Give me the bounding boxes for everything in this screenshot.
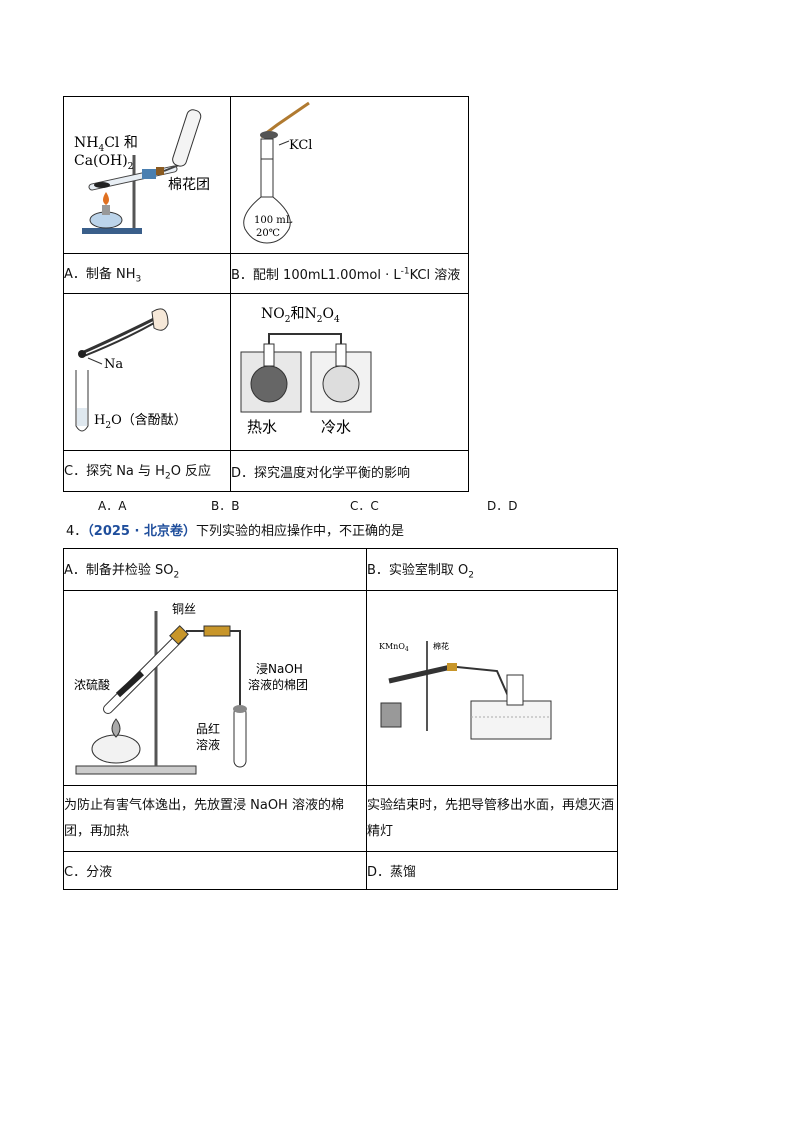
figure-d-equilibrium: NO2和N2O4 热水 冷水 bbox=[230, 293, 469, 451]
experiment-table-1: NH4Cl 和 Ca(OH)2 棉花团 KCl 100 mL 20℃ A．制备 … bbox=[63, 96, 469, 492]
dye-label-2: 溶液 bbox=[196, 737, 220, 752]
flask-volume: 100 mL bbox=[254, 215, 293, 226]
option-b-description: 实验结束时，先把导管移出水面，再熄灭酒精灯 bbox=[366, 785, 618, 852]
gas-label: NO bbox=[261, 306, 285, 322]
option-a-description: 为防止有害气体逸出，先放置浸 NaOH 溶液的棉团，再加热 bbox=[63, 785, 367, 852]
question-number: 4． bbox=[66, 524, 88, 539]
option-d-label-2: D．蒸馏 bbox=[366, 851, 618, 890]
answer-option-c[interactable]: C．C bbox=[350, 499, 379, 513]
answer-option-a[interactable]: A．A bbox=[98, 499, 127, 513]
question-text: 下列实验的相应操作中，不正确的是 bbox=[195, 524, 404, 539]
naoh-label-1: 浸NaOH bbox=[256, 662, 303, 676]
sodium-water-drawing: Na H2O（含酚酞） bbox=[75, 308, 187, 432]
option-b-label-2: B．实验室制取 O2 bbox=[366, 548, 618, 591]
reagent-caoh2: Ca(OH) bbox=[74, 153, 128, 169]
option-c-label-2: C．分液 bbox=[63, 851, 367, 890]
kmno4-label: KMnO bbox=[379, 642, 405, 651]
na-label: Na bbox=[104, 357, 123, 372]
svg-text:NO2和N2O4: NO2和N2O4 bbox=[261, 306, 340, 325]
option-c-label: C．探究 Na 与 H2O 反应 bbox=[63, 450, 231, 492]
so2-apparatus-drawing: 铜丝 浓硫酸 浸NaOH 溶液的棉团 品红 溶液 bbox=[74, 601, 308, 775]
question-4: 4．（2025 · 北京卷）下列实验的相应操作中，不正确的是 bbox=[66, 520, 404, 539]
naoh-label-2: 溶液的棉团 bbox=[248, 677, 308, 692]
option-b-label: B．配制 100mL1.00mol · L-1KCl 溶液 bbox=[230, 253, 469, 294]
reagent-nh4cl: NH bbox=[74, 135, 98, 151]
option-a-label: A．制备 NH3 bbox=[63, 253, 231, 294]
cotton-label-2: 棉花 bbox=[433, 641, 449, 651]
equilibrium-drawing: NO2和N2O4 热水 冷水 bbox=[240, 306, 372, 436]
option-d-label: D．探究温度对化学平衡的影响 bbox=[230, 450, 469, 492]
svg-text:NH4Cl 和: NH4Cl 和 bbox=[74, 135, 138, 154]
hot-water-label: 热水 bbox=[247, 418, 277, 436]
acid-label: 浓硫酸 bbox=[74, 677, 110, 692]
svg-text:KMnO4: KMnO4 bbox=[379, 642, 409, 653]
svg-text:Ca(OH)2: Ca(OH)2 bbox=[74, 153, 133, 172]
answer-option-d[interactable]: D．D bbox=[487, 499, 518, 513]
dye-label-1: 品红 bbox=[196, 721, 220, 736]
experiment-table-2: A．制备并检验 SO2 B．实验室制取 O2 铜丝 浓硫酸 浸NaOH bbox=[63, 548, 618, 890]
cotton-label: 棉花团 bbox=[168, 176, 210, 193]
o2-apparatus-drawing: KMnO4 棉花 bbox=[379, 641, 552, 740]
question-source: （2025 · 北京卷） bbox=[87, 524, 196, 539]
figure-c-sodium-water: Na H2O（含酚酞） bbox=[63, 293, 231, 451]
flask-temp: 20℃ bbox=[256, 228, 280, 239]
figure-b-volumetric-flask: KCl 100 mL 20℃ bbox=[230, 96, 469, 254]
answer-option-b[interactable]: B．B bbox=[211, 499, 240, 513]
kcl-label: KCl bbox=[289, 138, 312, 153]
nh3-apparatus-drawing: NH4Cl 和 Ca(OH)2 棉花团 bbox=[74, 109, 210, 234]
volumetric-flask-drawing: KCl 100 mL 20℃ bbox=[243, 101, 312, 244]
figure-o2-apparatus: KMnO4 棉花 bbox=[366, 590, 618, 786]
svg-text:H2O（含酚酞）: H2O（含酚酞） bbox=[94, 412, 187, 431]
cold-water-label: 冷水 bbox=[321, 418, 351, 436]
figure-so2-apparatus: 铜丝 浓硫酸 浸NaOH 溶液的棉团 品红 溶液 bbox=[63, 590, 367, 786]
figure-a-nh3-apparatus: NH4Cl 和 Ca(OH)2 棉花团 bbox=[63, 96, 231, 254]
water-label: H bbox=[94, 413, 105, 428]
option-a-label-2: A．制备并检验 SO2 bbox=[63, 548, 367, 591]
copper-wire-label: 铜丝 bbox=[172, 601, 196, 616]
